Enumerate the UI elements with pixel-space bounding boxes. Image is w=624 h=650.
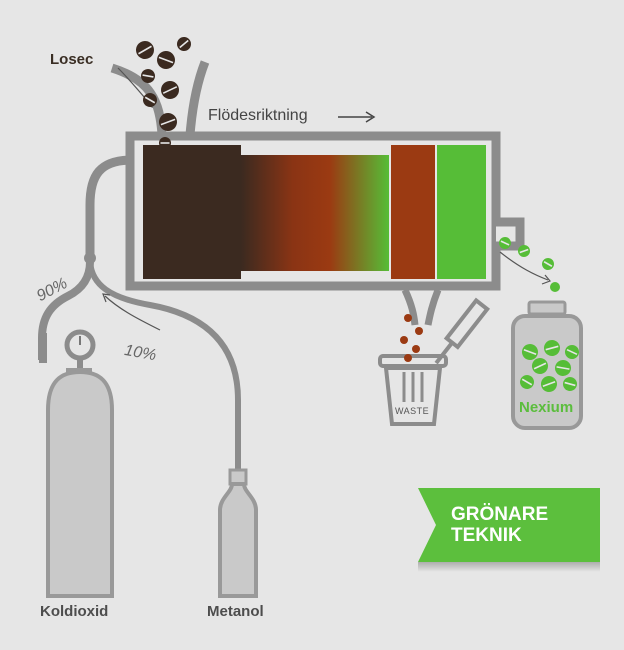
pill-icon	[532, 358, 548, 374]
pill-icon	[555, 360, 571, 376]
nexium-jar	[511, 300, 583, 430]
drain-right	[424, 288, 442, 326]
pill-icon	[542, 258, 554, 270]
pill-icon	[550, 282, 560, 292]
pill-icon	[415, 327, 423, 335]
pill-icon	[544, 340, 560, 356]
pill-icon	[563, 377, 577, 391]
pill-icon	[404, 354, 412, 362]
pill-icon	[541, 376, 557, 392]
pill-icon	[141, 69, 155, 83]
supply-pipe-top	[85, 155, 133, 260]
column-body	[125, 131, 501, 291]
metanol-label: Metanol	[207, 603, 264, 620]
nexium-label: Nexium	[519, 399, 574, 416]
banner-line-2: TEKNIK	[451, 525, 522, 546]
band-rust	[391, 145, 435, 279]
pill-icon	[159, 137, 171, 149]
pill-icon	[143, 93, 157, 107]
flow-direction-label: Flödesriktning	[208, 107, 308, 124]
greener-tech-banner	[418, 488, 600, 572]
methanol-flow-arrow	[104, 295, 161, 331]
pill-icon	[161, 81, 179, 99]
pill-icon	[157, 51, 175, 69]
co2-tank	[46, 368, 114, 598]
pill-icon	[522, 344, 538, 360]
losec-label: Losec	[50, 51, 94, 68]
pill-icon	[518, 245, 530, 257]
pill-icon	[520, 375, 534, 389]
inlet-funnel-right	[185, 60, 210, 136]
band-dark-brown	[143, 145, 241, 279]
trash-bin-icon	[378, 354, 448, 426]
pill-icon	[159, 113, 177, 131]
pill-icon	[412, 345, 420, 353]
spatula-icon	[434, 297, 491, 365]
pill-icon	[400, 336, 408, 344]
pill-icon	[177, 37, 191, 51]
drain-left	[401, 288, 419, 326]
banner-line-1: GRÖNARE	[451, 504, 549, 525]
co2-pipe	[38, 261, 94, 360]
methanol-bottle	[218, 468, 258, 598]
pill-icon	[136, 41, 154, 59]
pill-icon	[404, 314, 412, 322]
pill-group	[136, 37, 579, 392]
pill-icon	[565, 345, 579, 359]
pressure-gauge-icon	[39, 329, 96, 370]
waste-label: WASTE	[395, 406, 430, 416]
methanol-pipe	[87, 261, 241, 470]
koldioxid-label: Koldioxid	[40, 603, 109, 620]
outlet-arrow	[499, 251, 549, 281]
band-gradient	[241, 155, 389, 271]
pill-icon	[499, 237, 511, 249]
band-green	[437, 145, 486, 279]
